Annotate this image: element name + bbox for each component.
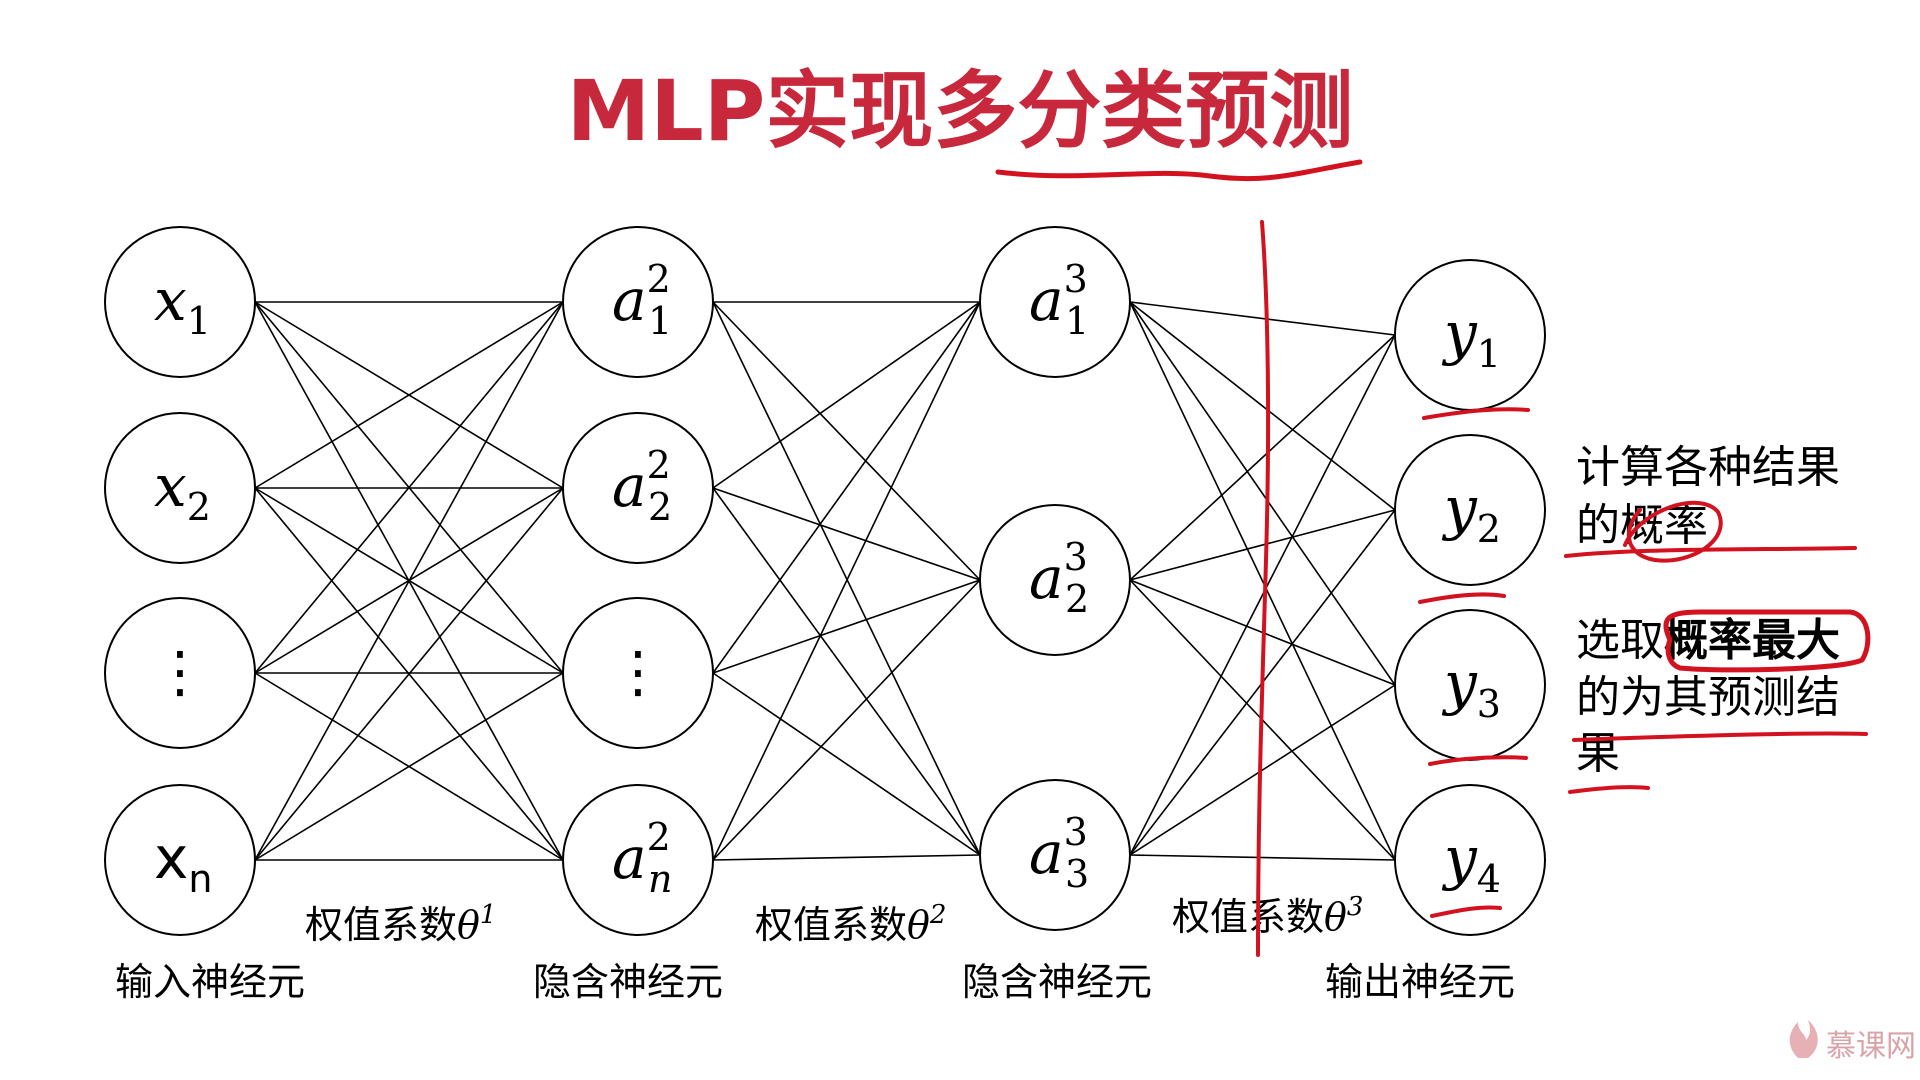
flame-icon bbox=[1789, 1020, 1818, 1058]
neuron-circle bbox=[104, 226, 256, 378]
y4-underline bbox=[1430, 905, 1502, 918]
edge-l1-n2-to-n1 bbox=[712, 579, 981, 674]
edge-l2-n2-to-n3 bbox=[1129, 854, 1396, 861]
edge-l1-n2-to-n0 bbox=[712, 301, 981, 674]
edge-l1-n1-to-n1 bbox=[712, 487, 981, 581]
edge-l1-n0-to-n1 bbox=[712, 301, 981, 581]
neuron-circle bbox=[104, 784, 256, 936]
edge-l2-n0-to-n0 bbox=[1129, 301, 1396, 336]
weight-label-3: 权值系数θ3 bbox=[1172, 892, 1363, 939]
hand-annotations bbox=[995, 159, 1871, 957]
edge-l1-n3-to-n0 bbox=[712, 301, 981, 861]
node-l3-0: y1 bbox=[1394, 259, 1546, 411]
neuron-label: y1 bbox=[1441, 299, 1501, 376]
slide-title: MLP实现多分类预测 bbox=[567, 62, 1354, 160]
neuron-circle bbox=[562, 412, 714, 564]
node-l1-2: ⋮ bbox=[562, 597, 714, 749]
edge-l1-n1-to-n0 bbox=[712, 301, 981, 489]
neuron-circle bbox=[979, 226, 1131, 378]
neuron-circle bbox=[979, 779, 1131, 931]
node-l0-2: ⋮ bbox=[104, 597, 256, 749]
watermark-text: 慕课网 bbox=[1826, 1029, 1916, 1064]
note2-underline bbox=[1572, 731, 1868, 742]
edge-l0-n2-to-n0 bbox=[254, 301, 564, 674]
note2-underline-2 bbox=[1568, 785, 1650, 794]
note2-line2: 的为其预测结 bbox=[1576, 672, 1840, 723]
neuron-circle bbox=[562, 226, 714, 378]
note2-box bbox=[1663, 609, 1871, 673]
weight-label-1: 权值系数θ1 bbox=[305, 900, 496, 947]
neuron-circle bbox=[979, 504, 1131, 656]
node-l0-3: xn bbox=[104, 784, 256, 936]
node-l0-0: x1 bbox=[104, 226, 256, 378]
node-l0-1: x2 bbox=[104, 412, 256, 564]
neuron-label: x2 bbox=[154, 452, 211, 529]
edge-l1-n2-to-n2 bbox=[712, 672, 981, 856]
neuron-label: ⋮ bbox=[152, 640, 208, 705]
edge-l0-n1-to-n0 bbox=[254, 301, 564, 489]
note2-line3: 果 bbox=[1576, 728, 1620, 779]
y3-underline bbox=[1428, 755, 1528, 766]
edge-l2-n2-to-n0 bbox=[1129, 334, 1396, 856]
neuron-circle bbox=[104, 412, 256, 564]
neuron-circle bbox=[562, 784, 714, 936]
neuron-label: y4 bbox=[1441, 824, 1501, 901]
neuron-label: y3 bbox=[1441, 649, 1501, 726]
note1-underline bbox=[1564, 546, 1857, 558]
edge-l2-n0-to-n3 bbox=[1129, 301, 1396, 861]
weight-label-2: 权值系数θ2 bbox=[755, 900, 946, 947]
caption-output: 输出神经元 bbox=[1325, 960, 1515, 1004]
edge-l1-n0-to-n2 bbox=[712, 301, 981, 856]
neuron-label: xn bbox=[154, 824, 212, 901]
edge-l2-n1-to-n1 bbox=[1129, 509, 1396, 581]
network-connections bbox=[254, 301, 1396, 861]
edge-l2-n0-to-n2 bbox=[1129, 301, 1396, 686]
neuron-circle bbox=[562, 597, 714, 749]
edge-l1-n1-to-n2 bbox=[712, 487, 981, 856]
edge-l1-n3-to-n2 bbox=[712, 854, 981, 861]
edge-l1-n3-to-n1 bbox=[712, 579, 981, 861]
edge-l0-n3-to-n1 bbox=[254, 487, 564, 861]
edge-l0-n3-to-n0 bbox=[254, 301, 564, 861]
edge-l2-n2-to-n2 bbox=[1129, 684, 1396, 856]
edge-l2-n0-to-n1 bbox=[1129, 301, 1396, 511]
note1-line1: 计算各种结果 bbox=[1576, 442, 1840, 493]
caption-input: 输入神经元 bbox=[115, 960, 305, 1004]
neuron-label: x1 bbox=[154, 266, 211, 343]
neuron-circle bbox=[104, 597, 256, 749]
edge-l0-n3-to-n2 bbox=[254, 672, 564, 861]
caption-hidden-2: 隐含神经元 bbox=[962, 960, 1152, 1004]
node-l3-2: y3 bbox=[1394, 609, 1546, 761]
y2-underline bbox=[1418, 592, 1506, 604]
neuron-label: ⋮ bbox=[610, 640, 666, 705]
node-l3-3: y4 bbox=[1394, 784, 1546, 936]
caption-hidden-1: 隐含神经元 bbox=[533, 960, 723, 1004]
node-l3-1: y2 bbox=[1394, 434, 1546, 586]
divider-line bbox=[1256, 220, 1271, 957]
note1-circle bbox=[1623, 500, 1723, 563]
title-underline bbox=[995, 159, 1363, 182]
neuron-circle bbox=[1394, 784, 1546, 936]
edge-l2-n1-to-n0 bbox=[1129, 334, 1396, 581]
neuron-circle bbox=[1394, 434, 1546, 586]
watermark: 慕课网 bbox=[1789, 1020, 1916, 1064]
note2-line1: 选取概率最大 bbox=[1576, 615, 1840, 666]
neuron-label: y2 bbox=[1441, 474, 1501, 551]
y1-underline bbox=[1422, 407, 1530, 420]
